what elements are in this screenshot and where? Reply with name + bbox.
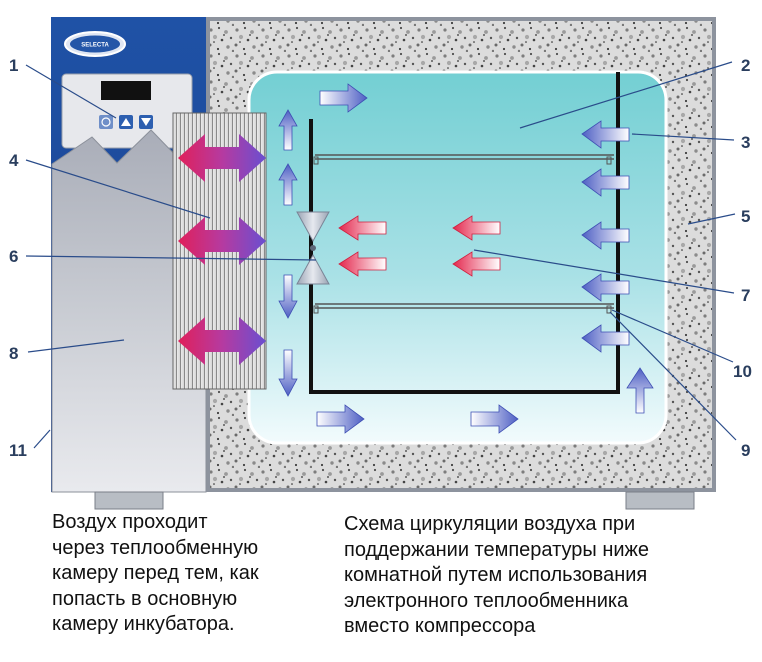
control-panel [61,73,193,149]
airflow-arrow-wall-1 [581,120,630,149]
callout-3: 3 [741,133,750,152]
temperature-display [101,81,151,100]
leader-lines [25,61,737,449]
leader-line-6 [25,255,317,261]
caption-right: Схема циркуляции воздуха при поддержании… [344,513,650,637]
airflow-arrow-top [319,83,368,113]
leader-line-11 [33,429,51,449]
airflow-arrow-bottom-1 [316,404,365,434]
airflow-arrow-bottom-2 [470,404,519,434]
callout-11: 11 [9,441,27,460]
callout-8: 8 [9,344,18,363]
callout-10: 10 [733,362,752,381]
callout-4: 4 [9,151,19,170]
down-arrow-icon[interactable] [139,115,153,129]
callout-2: 2 [741,56,750,75]
callout-9: 9 [741,441,750,460]
airflow-arrow-wall-4 [581,273,630,302]
airflow-arrow-red-3 [452,215,501,241]
airflow-arrow-right-up [626,367,654,414]
airflow-arrow-wall-5 [581,324,630,353]
shelf-lower [313,303,614,314]
foot-left [94,491,164,510]
leader-line-9 [609,311,737,441]
airflow-arrow-exchange-3 [178,317,266,365]
brand-logo: SELECTA [64,31,126,57]
leader-line-4 [25,159,211,219]
airflow-arrow-down-1 [278,274,298,319]
airflow-arrow-wall-2 [581,168,630,197]
leader-line-3 [631,133,735,141]
airflow-arrow-wall-3 [581,221,630,250]
airflow-arrow-exchange-2 [178,217,266,265]
airflow-arrow-down-2 [278,349,298,397]
leader-line-7 [473,249,735,294]
leader-line-5 [687,213,736,225]
brand-logo-text: SELECTA [81,43,109,49]
airflow-arrow-red-1 [338,215,387,241]
power-icon[interactable] [99,115,113,129]
shelf-upper [313,154,614,165]
leader-line-2 [519,61,733,129]
callout-7: 7 [741,286,750,305]
callout-6: 6 [9,247,18,266]
caption-left: Воздух проходит через теплообменную каме… [52,511,259,635]
up-arrow-icon[interactable] [119,115,133,129]
callout-5: 5 [741,207,750,226]
airflow-arrow-red-2 [338,251,387,277]
airflow-arrow-up-1 [278,109,298,151]
callout-1: 1 [9,56,18,75]
airflow-arrow-red-4 [452,251,501,277]
airflow-arrow-up-2 [278,163,298,206]
fan-icon [296,211,330,285]
foot-right [625,491,695,510]
leader-line-8 [27,339,125,353]
airflow-arrow-exchange-1 [178,134,266,182]
leader-line-1 [25,64,117,119]
leader-line-10 [611,309,734,363]
